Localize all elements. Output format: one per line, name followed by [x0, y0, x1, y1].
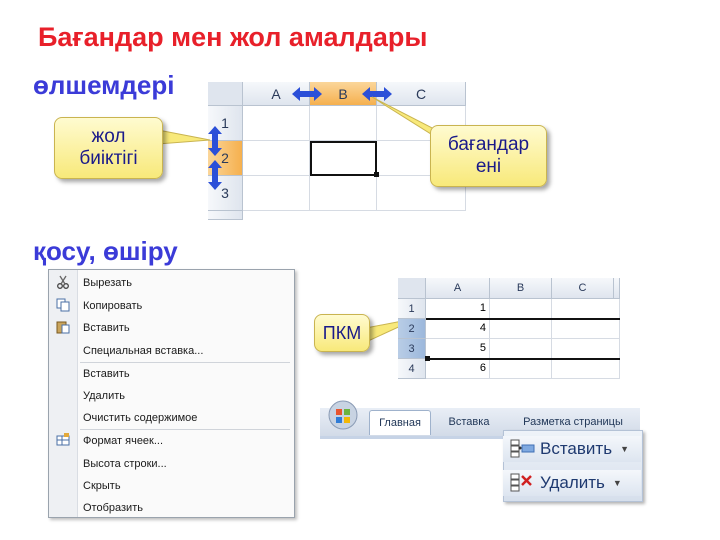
tab-insert[interactable]: Вставка: [448, 416, 490, 428]
cell[interactable]: [490, 339, 552, 359]
column-resize-arrow-icon: [362, 87, 392, 101]
insert-cells-icon: [510, 439, 535, 458]
cell[interactable]: [243, 106, 310, 141]
menu-item-insert[interactable]: Вставить: [83, 368, 130, 380]
selection-border-top: [426, 318, 620, 320]
page-title: Бағандар мен жол амалдары: [38, 22, 428, 52]
callout-text: бағандар: [447, 134, 530, 155]
cell-a4[interactable]: 6: [426, 359, 490, 379]
cell[interactable]: [552, 359, 620, 379]
chevron-down-icon: ▼: [620, 444, 629, 454]
menu-item-paste[interactable]: Вставить: [83, 322, 130, 334]
scissors-icon: [57, 275, 69, 289]
menu-separator: [80, 429, 290, 430]
cell[interactable]: [490, 299, 552, 319]
cell[interactable]: [552, 319, 620, 339]
row-header-1[interactable]: 1: [398, 299, 426, 319]
cell[interactable]: [490, 359, 552, 379]
fill-handle[interactable]: [374, 172, 379, 177]
callout-column-width: бағандар ені: [430, 125, 547, 187]
cell-a2[interactable]: 4: [426, 319, 490, 339]
callout-text: ені: [475, 156, 502, 177]
column-header-partial: [614, 278, 620, 299]
menu-item-hide[interactable]: Скрыть: [83, 480, 121, 492]
fill-handle[interactable]: [425, 356, 430, 361]
column-header-a[interactable]: A: [426, 278, 490, 299]
row-header-2[interactable]: 2: [398, 319, 426, 339]
cell[interactable]: [310, 106, 377, 141]
spreadsheet-grid-2: A B C 1 2 3 4 1 4 5 6: [398, 278, 620, 382]
delete-button-label: Удалить: [540, 473, 605, 492]
callout-text: жол: [91, 126, 126, 147]
section-heading-size: өлшемдері: [33, 70, 175, 100]
selected-cell-b2[interactable]: [310, 141, 377, 176]
row-header-3[interactable]: 3: [208, 176, 243, 211]
column-header-c[interactable]: C: [552, 278, 614, 299]
menu-item-paste-special[interactable]: Специальная вставка...: [83, 345, 204, 357]
cell[interactable]: [310, 176, 377, 211]
format-cells-icon: [56, 433, 70, 446]
row-resize-arrow-icon: [208, 160, 222, 190]
office-button-icon[interactable]: [326, 400, 360, 430]
insert-button-label: Вставить: [540, 439, 613, 458]
paste-icon: [56, 321, 70, 334]
row-header-3[interactable]: 3: [398, 339, 426, 359]
callout-right-click: ПКМ: [314, 314, 370, 352]
row-header-4: [208, 211, 243, 220]
insert-button[interactable]: Вставить ▼: [503, 436, 641, 462]
tab-home[interactable]: Главная: [369, 410, 431, 435]
cell[interactable]: [243, 176, 310, 211]
tab-page-layout[interactable]: Разметка страницы: [523, 416, 623, 428]
menu-item-copy[interactable]: Копировать: [83, 300, 143, 312]
menu-item-unhide[interactable]: Отобразить: [83, 502, 143, 514]
column-header-b[interactable]: B: [490, 278, 552, 299]
menu-item-format-cells[interactable]: Формат ячеек...: [83, 435, 164, 447]
row-resize-arrow-icon: [208, 126, 222, 156]
callout-text: биіктігі: [79, 148, 138, 169]
selection-border-bottom: [426, 358, 620, 360]
menu-item-row-height[interactable]: Высота строки...: [83, 458, 167, 470]
cell[interactable]: [552, 339, 620, 359]
select-all-corner[interactable]: [208, 82, 243, 106]
column-resize-arrow-icon: [292, 87, 322, 101]
row-header-4[interactable]: 4: [398, 359, 426, 379]
select-all-corner[interactable]: [398, 278, 426, 299]
cell-a3[interactable]: 5: [426, 339, 490, 359]
cell[interactable]: [490, 319, 552, 339]
callout-row-height: жол биіктігі: [54, 117, 163, 179]
delete-cells-icon: [510, 473, 532, 492]
cell-a1[interactable]: 1: [426, 299, 490, 319]
menu-item-clear-contents[interactable]: Очистить содержимое: [83, 412, 198, 424]
section-heading-insert-delete: қосу, өшіру: [33, 236, 178, 266]
menu-separator: [80, 362, 290, 363]
callout-text: ПКМ: [322, 323, 362, 343]
copy-icon: [56, 298, 70, 312]
delete-button[interactable]: Удалить ▼: [503, 470, 641, 496]
ribbon-body-edge: [320, 436, 640, 439]
menu-item-delete[interactable]: Удалить: [83, 390, 125, 402]
menu-item-cut[interactable]: Вырезать: [83, 277, 132, 289]
context-menu: Вырезать Копировать Вставить Специальная…: [48, 269, 295, 518]
ribbon-tab-bar: Главная Вставка Разметка страницы: [320, 400, 640, 436]
cell[interactable]: [552, 299, 620, 319]
cell[interactable]: [243, 141, 310, 176]
chevron-down-icon: ▼: [612, 478, 622, 488]
